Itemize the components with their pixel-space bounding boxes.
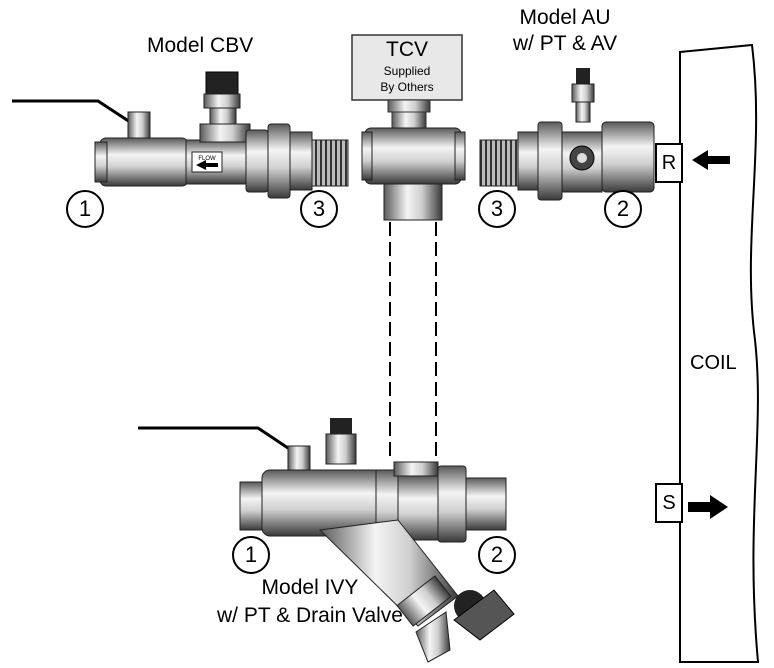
callout-au-outlet: 2 [604,190,642,228]
callout-cbv-outlet: 3 [300,190,338,228]
flow-text: FLOW [198,156,216,162]
return-arrow-icon [692,150,730,170]
callout-cbv-inlet: 1 [66,190,104,228]
tcv-valve [351,34,466,462]
model-ivy-label-line2: w/ PT & Drain Valve [217,604,403,627]
model-cbv-assembly: FLOW [12,71,349,199]
tcv-supplied-label: Supplied [383,64,431,78]
coil-label: COIL [690,352,737,374]
flow-arrow-icon [196,160,218,170]
return-tag: R [655,143,683,183]
model-au-label-line2: w/ PT & AV [512,32,618,55]
model-cbv-label: Model CBV [147,34,254,57]
callout-ivy-inlet: 1 [232,536,270,574]
model-au-label-line1: Model AU [519,6,611,29]
tcv-by-others-label: By Others [380,80,434,94]
model-au-assembly [479,68,655,201]
tcv-label: TCV [386,38,428,61]
callout-au-inlet: 3 [478,190,516,228]
callout-ivy-outlet: 2 [478,536,516,574]
model-ivy-label-line1: Model IVY [261,576,359,599]
supply-arrow-icon [688,495,728,519]
supply-tag: S [655,483,683,523]
model-ivy-assembly [138,418,515,663]
